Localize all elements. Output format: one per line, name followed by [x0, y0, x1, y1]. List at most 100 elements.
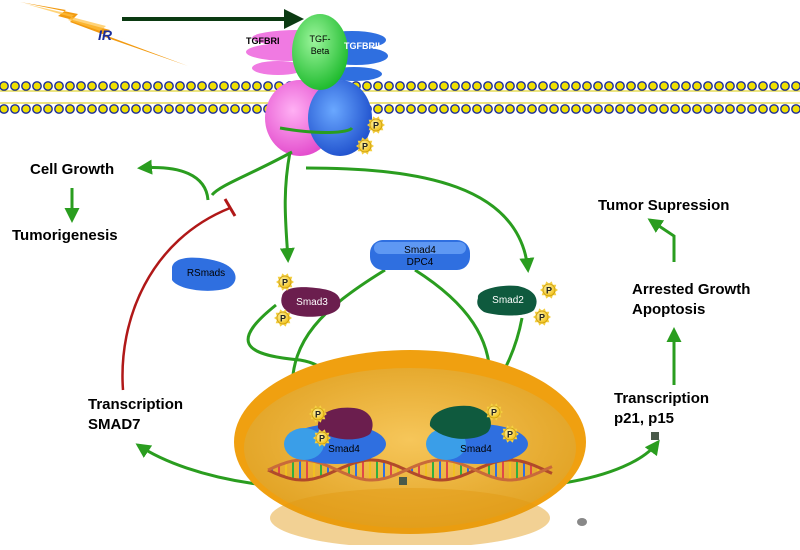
smad2-shape: [477, 285, 537, 316]
lipid-head: [21, 104, 31, 114]
phosphate-label: P: [280, 314, 286, 324]
tgf-beta-label-line2: Beta: [311, 46, 330, 56]
lipid-head: [769, 81, 779, 91]
phosphate-core: [542, 283, 556, 297]
lipid-head: [758, 81, 768, 91]
lipid-head: [571, 81, 581, 91]
rsmads-label: RSmads: [187, 268, 225, 279]
lipid-head: [791, 81, 800, 91]
smad4-dpc4-label-line1: Smad4: [404, 245, 436, 256]
lipid-head: [780, 104, 790, 114]
lipid-head: [142, 81, 152, 91]
lipid-head: [439, 104, 449, 114]
phosphate-label: P: [491, 408, 497, 418]
tgfbr1-label: TGFBRI: [246, 36, 280, 46]
lipid-head: [615, 104, 625, 114]
phosphate-label: P: [507, 430, 513, 440]
smad3-shape: [281, 287, 341, 317]
phosphate-icon: P: [274, 309, 292, 327]
phosphate-core: [278, 275, 292, 289]
phosphate-icon: P: [533, 308, 551, 326]
lipid-head: [494, 104, 504, 114]
lipid-head: [76, 104, 86, 114]
lipid-head: [0, 81, 9, 91]
phosphate-core: [276, 311, 290, 325]
lipid-head: [32, 81, 42, 91]
lipid-head: [164, 104, 174, 114]
smad3-nuclear-shape: [317, 407, 373, 440]
smad2-label: Smad2: [492, 295, 524, 306]
lipid-head: [131, 104, 141, 114]
lipid-head: [472, 81, 482, 91]
tgf-beta-ligand: [292, 14, 348, 90]
lipid-head: [417, 81, 427, 91]
phosphate-icon: P: [309, 405, 327, 423]
phosphate-core: [358, 139, 372, 153]
phosphate-core: [503, 427, 517, 441]
phosphate-core: [311, 407, 325, 421]
smad4-dpc4-label-line2: DPC4: [407, 257, 434, 268]
lipid-head: [791, 104, 800, 114]
lipid-head: [703, 104, 713, 114]
phosphate-icon: P: [367, 116, 385, 134]
lipid-head: [758, 104, 768, 114]
phosphate-core: [315, 431, 329, 445]
nucleus-shadow: [270, 488, 550, 548]
lipid-head: [615, 81, 625, 91]
lipid-head: [428, 81, 438, 91]
lipid-head: [681, 104, 691, 114]
tumorigenesis-label: Tumorigenesis: [12, 227, 118, 244]
lipid-head: [582, 81, 592, 91]
lipid-head: [384, 104, 394, 114]
transcription-smad7-label-line1: Transcription: [88, 396, 183, 413]
to-cell-growth-arrow: [137, 159, 210, 201]
lipid-head: [186, 104, 196, 114]
lipid-head: [505, 81, 515, 91]
smad3-label: Smad3: [296, 297, 328, 308]
lipid-head: [637, 104, 647, 114]
lipid-head: [549, 104, 559, 114]
phosphate-icon: P: [313, 429, 331, 447]
lipid-head: [736, 104, 746, 114]
tgfbr2-label: TGFBRII: [344, 41, 380, 51]
tgfbr1-stem: [252, 61, 304, 75]
lipid-head: [670, 104, 680, 114]
lipid-head: [659, 104, 669, 114]
lipid-head: [406, 104, 416, 114]
lipid-head: [714, 81, 724, 91]
lipid-head: [395, 81, 405, 91]
lipid-head: [153, 81, 163, 91]
lipid-head: [417, 104, 427, 114]
lipid-head: [21, 81, 31, 91]
lipid-head: [527, 104, 537, 114]
lipid-head: [604, 104, 614, 114]
lipid-head: [703, 81, 713, 91]
lipid-head: [208, 104, 218, 114]
lipid-head: [725, 81, 735, 91]
lipid-head: [98, 104, 108, 114]
phosphate-label: P: [319, 434, 325, 444]
lipid-head: [505, 104, 515, 114]
smad4-dpc4-highlight: [374, 242, 466, 254]
lipid-head: [109, 81, 119, 91]
lipid-head: [483, 104, 493, 114]
lipid-head: [582, 104, 592, 114]
receptor-complex: TGFBRI TGF- Beta TGFBRII: [246, 14, 388, 156]
tgfbr2-body: [308, 80, 372, 156]
arrested-growth-label: Arrested Growth: [632, 281, 750, 298]
arrested-growth-to-tumor-supression-arrow: [647, 218, 676, 262]
phosphate-label: P: [546, 286, 552, 296]
lipid-head: [131, 81, 141, 91]
smad4-left-label: Smad4: [328, 444, 360, 455]
lipid-head: [549, 81, 559, 91]
rsmads-shape: [172, 257, 236, 291]
lipid-head: [142, 104, 152, 114]
tgf-beta-label-line1: TGF-: [310, 34, 331, 44]
phosphate-core: [535, 310, 549, 324]
lipid-head: [692, 81, 702, 91]
small-dot: [577, 518, 587, 526]
transcription-smad7-label-line2: SMAD7: [88, 416, 141, 433]
lipid-head: [252, 104, 262, 114]
smad3: Smad3: [281, 287, 341, 317]
phosphate-icon: P: [540, 281, 558, 299]
